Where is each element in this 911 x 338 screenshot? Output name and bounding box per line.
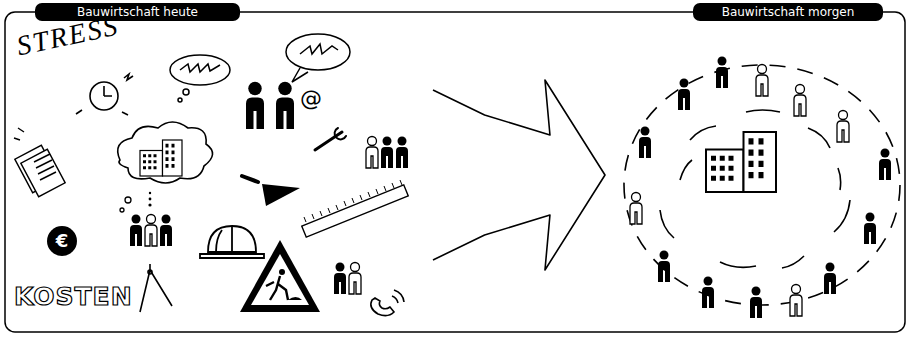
talking-people	[246, 82, 294, 129]
compass-icon	[140, 264, 172, 312]
wrench-icon	[315, 128, 346, 150]
warning-sign	[240, 240, 320, 312]
stakeholder-figures	[630, 57, 891, 319]
euro-symbol: €	[47, 226, 77, 256]
ruler-icon	[302, 180, 408, 237]
hard-hat	[200, 226, 264, 258]
panel-heading: Bauwirtschaft morgen	[693, 3, 883, 21]
building-cloud	[118, 122, 213, 212]
costs-word: KOSTEN	[14, 282, 133, 311]
outer-frame	[5, 12, 905, 332]
thinking-people	[130, 192, 172, 246]
thought-bubble	[170, 55, 230, 102]
email-symbol: @	[300, 86, 322, 111]
speech-bubble	[286, 34, 350, 82]
people-pair	[334, 263, 361, 295]
people-group	[366, 137, 408, 169]
transition-arrow	[433, 80, 605, 270]
collaboration-circle	[624, 65, 900, 305]
document-stack	[14, 128, 65, 197]
scene-panel: Bauwirtschaft morgen	[610, 3, 906, 333]
building-icon	[706, 132, 776, 192]
phone-icon	[371, 290, 404, 316]
trowel-icon	[242, 176, 300, 206]
panel-heading: Bauwirtschaft heute	[35, 3, 240, 21]
clock-icon	[76, 74, 133, 115]
